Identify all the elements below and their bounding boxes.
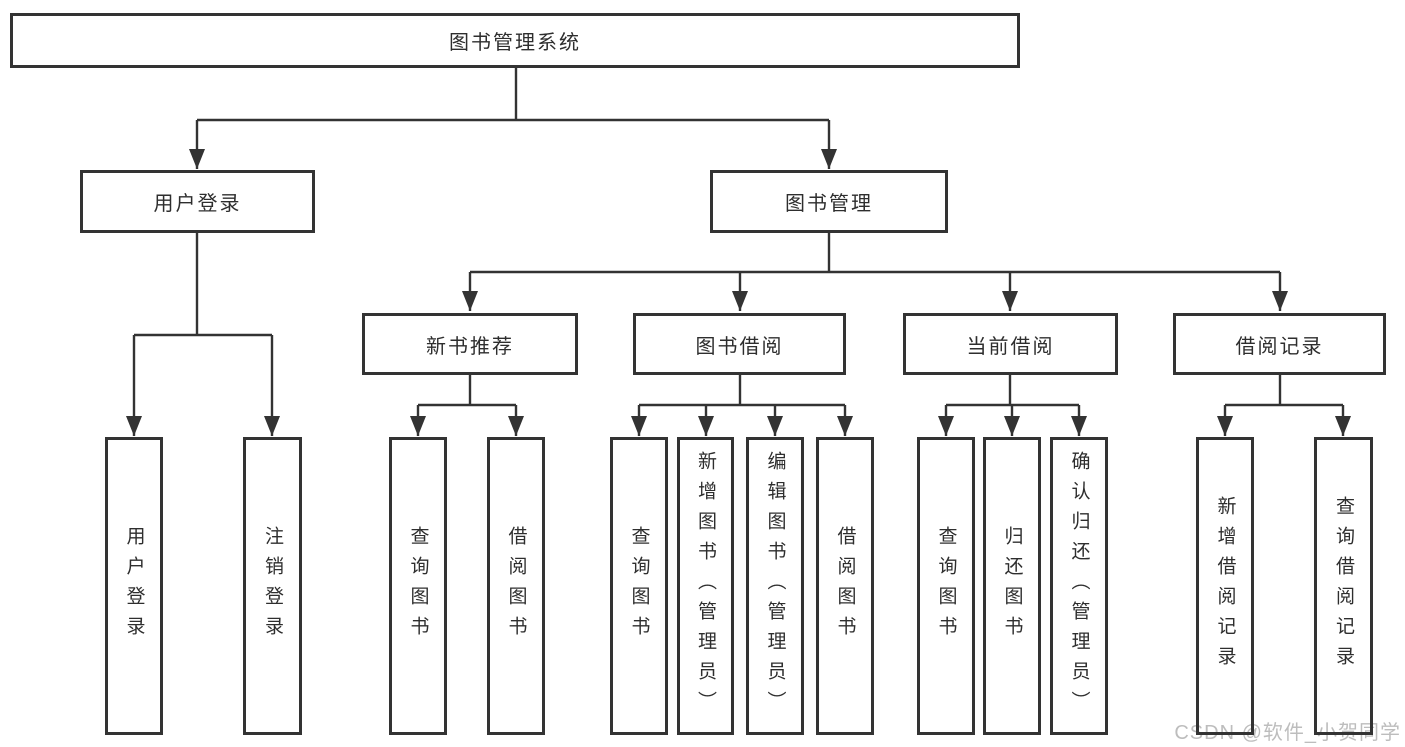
node-label: 当前借阅	[966, 335, 1055, 358]
leaf-bb-borrow-books: 借阅图书	[816, 437, 874, 735]
node-label: 确认归还（管理员）	[1068, 451, 1090, 721]
node-label: 新增图书（管理员）	[695, 451, 716, 721]
leaf-bb-query-books: 查询图书	[610, 437, 668, 735]
node-label: 归还图书	[1001, 526, 1023, 646]
node-label: 编辑图书（管理员）	[764, 451, 786, 721]
leaf-cb-query-books: 查询图书	[917, 437, 975, 735]
leaf-bb-add-books-admin: 新增图书（管理员）	[677, 437, 734, 735]
node-label: 借阅记录	[1235, 335, 1324, 358]
node-label: 新增借阅记录	[1214, 496, 1236, 676]
leaf-nbr-borrow-books: 借阅图书	[487, 437, 545, 735]
node-label: 新书推荐	[426, 335, 514, 358]
node-label: 图书借阅	[695, 335, 784, 358]
node-label: 图书管理系统	[449, 32, 581, 54]
leaf-br-query-record: 查询借阅记录	[1314, 437, 1373, 735]
node-root: 图书管理系统	[10, 13, 1020, 68]
node-label: 查询图书	[628, 526, 650, 646]
node-label: 查询借阅记录	[1333, 496, 1354, 676]
node-user-login: 用户登录	[80, 170, 315, 233]
leaf-cb-confirm-return-admin: 确认归还（管理员）	[1050, 437, 1108, 735]
node-current-borrowing: 当前借阅	[903, 313, 1118, 375]
node-label: 借阅图书	[505, 526, 527, 646]
csdn-watermark: CSDN @软件_小贺同学	[1174, 722, 1401, 744]
leaf-logout: 注销登录	[243, 437, 302, 735]
node-label: 查询图书	[407, 526, 429, 646]
node-book-borrowing: 图书借阅	[633, 313, 846, 375]
leaf-cb-return-books: 归还图书	[983, 437, 1041, 735]
leaf-bb-edit-books-admin: 编辑图书（管理员）	[746, 437, 804, 735]
leaf-br-add-record: 新增借阅记录	[1196, 437, 1254, 735]
node-label: 用户登录	[123, 526, 145, 646]
node-new-book-recommend: 新书推荐	[362, 313, 578, 375]
node-label: 用户登录	[153, 193, 242, 215]
node-label: 注销登录	[262, 526, 283, 646]
node-book-management: 图书管理	[710, 170, 948, 233]
leaf-nbr-query-books: 查询图书	[389, 437, 447, 735]
node-label: 查询图书	[935, 526, 957, 646]
node-borrow-records: 借阅记录	[1173, 313, 1386, 375]
node-label: 图书管理	[785, 193, 873, 215]
node-label: 借阅图书	[834, 526, 856, 646]
leaf-user-login: 用户登录	[105, 437, 163, 735]
